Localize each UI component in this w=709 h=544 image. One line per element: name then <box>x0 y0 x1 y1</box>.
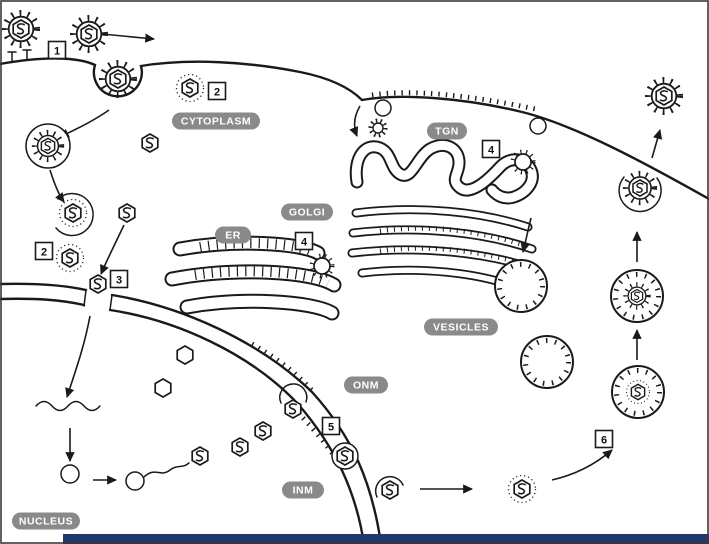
glycoprotein-studs <box>371 90 541 113</box>
label-onm: ONM <box>344 376 388 394</box>
secretory-vesicle-icon <box>495 260 547 312</box>
svg-text:6: 6 <box>601 435 607 447</box>
plasma-membrane <box>0 57 709 201</box>
svg-text:2: 2 <box>214 87 220 99</box>
label-inm: INM <box>282 481 324 499</box>
label-cytoplasm: CYTOPLASM <box>172 112 260 130</box>
coated-pit <box>374 99 392 117</box>
capsid-icon <box>119 204 135 222</box>
svg-text:4: 4 <box>301 237 308 249</box>
secretory-vesicle-icon <box>521 336 573 388</box>
svg-text:GOLGI: GOLGI <box>289 207 325 219</box>
capsid-at-pore-icon <box>90 275 106 293</box>
svg-text:INM: INM <box>293 485 314 497</box>
step-marker-4-er: 4 <box>294 231 314 251</box>
capsid-icon <box>57 245 84 272</box>
label-er: ER <box>215 226 251 244</box>
svg-text:ONM: ONM <box>353 380 379 392</box>
uncoating-cup <box>55 192 94 237</box>
label-vesicles: VESICLES <box>424 318 498 336</box>
receptor-icon <box>7 49 32 63</box>
step-marker-5: 5 <box>321 416 341 436</box>
virion-icon <box>73 18 105 50</box>
svg-text:4: 4 <box>488 145 495 157</box>
nuclear-pore <box>83 289 113 311</box>
step-marker-1: 1 <box>47 40 67 60</box>
inner-nuclear-membrane <box>0 297 86 307</box>
empty-capsid-icon <box>154 378 172 398</box>
pathway-arrows <box>49 33 663 494</box>
virion-in-pit-icon <box>102 63 134 95</box>
naked-capsid-icon <box>509 476 536 503</box>
svg-text:ER: ER <box>225 230 241 242</box>
endoplasmic-reticulum <box>164 235 342 321</box>
capsid-icon <box>177 75 204 102</box>
label-nucleus: NUCLEUS <box>12 512 80 530</box>
empty-capsid-icon <box>176 345 194 365</box>
svg-text:VESICLES: VESICLES <box>433 322 489 334</box>
released-virion-icon <box>648 80 680 112</box>
svg-text:TGN: TGN <box>435 126 459 138</box>
virion-fusing-at-membrane <box>618 174 662 213</box>
trans-golgi-network <box>349 139 539 205</box>
label-tgn: TGN <box>427 122 467 140</box>
nuclear-envelope <box>0 282 383 544</box>
step-marker-6: 6 <box>594 429 614 449</box>
svg-text:2: 2 <box>41 247 47 259</box>
svg-text:3: 3 <box>116 275 122 287</box>
outer-nuclear-membrane <box>110 293 383 544</box>
virion-icon <box>5 13 37 45</box>
caption-bar <box>63 534 709 544</box>
endosome-with-virion <box>25 123 71 169</box>
step-marker-3: 3 <box>109 269 129 289</box>
outer-nuclear-membrane <box>0 282 88 292</box>
step-marker-2-top: 2 <box>207 81 227 101</box>
coated-pit <box>529 117 547 135</box>
svg-text:CYTOPLASM: CYTOPLASM <box>181 116 251 128</box>
svg-text:1: 1 <box>54 46 60 58</box>
svg-text:NUCLEUS: NUCLEUS <box>19 516 73 528</box>
step-marker-4-tgn: 4 <box>481 139 501 159</box>
enveloped-virion-in-vesicle <box>611 270 663 322</box>
step-marker-2-left: 2 <box>34 241 54 261</box>
nucleus-replication <box>35 345 271 491</box>
svg-text:5: 5 <box>328 422 334 434</box>
secondary-envelopment-vesicle <box>612 366 664 418</box>
capsid-icon <box>142 134 158 152</box>
label-golgi: GOLGI <box>281 203 333 221</box>
dotted-virus-particle <box>368 118 388 138</box>
primary-envelopment <box>279 383 404 499</box>
